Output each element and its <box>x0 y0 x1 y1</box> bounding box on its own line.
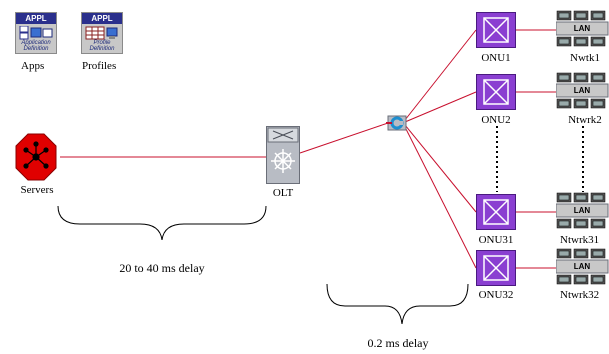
lan1-box-text: LAN <box>573 24 591 33</box>
onu-switch-icon <box>483 17 509 43</box>
onu1-label: ONU1 <box>481 52 511 64</box>
lan32-label: Ntwrk32 <box>560 289 600 301</box>
lan-computers-icon <box>555 72 609 109</box>
lan32-node[interactable]: LAN <box>555 248 609 285</box>
lan2-node[interactable]: LAN <box>555 72 609 109</box>
link-splitter-onu2 <box>404 91 477 123</box>
servers-label: Servers <box>20 184 54 196</box>
lan32-box-text: LAN <box>573 262 591 271</box>
olt-label: OLT <box>272 187 294 199</box>
onu1-node[interactable] <box>476 12 516 48</box>
lan1-label: Nwtk1 <box>570 52 600 64</box>
apps-header: APPL <box>16 13 56 24</box>
onu31-label: ONU31 <box>478 234 514 246</box>
apps-label: Apps <box>21 60 45 72</box>
olt-node[interactable] <box>266 126 300 184</box>
link-olt-splitter <box>299 122 389 154</box>
link-splitter-onu31 <box>404 124 477 213</box>
brace-short <box>326 283 469 325</box>
onu-switch-icon <box>483 199 509 225</box>
olt-switch-icon <box>267 127 299 173</box>
application-definition-icon <box>19 26 53 40</box>
onu32-label: ONU32 <box>478 289 514 301</box>
onu2-label: ONU2 <box>481 114 511 126</box>
delay-short-annotation: 0.2 ms delay <box>367 336 429 350</box>
lan31-box-text: LAN <box>573 206 591 215</box>
lan2-label: Ntwrk2 <box>568 114 602 126</box>
onu-switch-icon <box>483 255 509 281</box>
apps-subtitle: Application Definition <box>21 40 51 52</box>
apps-palette-icon[interactable]: APPL Application Definition <box>15 12 57 54</box>
onu-switch-icon <box>483 79 509 105</box>
lan-computers-icon <box>555 192 609 229</box>
onu2-node[interactable] <box>476 74 516 110</box>
lan2-box-text: LAN <box>573 86 591 95</box>
lan31-node[interactable]: LAN <box>555 192 609 229</box>
network-hub-icon <box>23 141 49 169</box>
brace-long <box>57 205 267 241</box>
profiles-subtitle: Profile Definition <box>89 40 115 52</box>
link-splitter-onu1 <box>404 29 477 121</box>
delay-long-annotation: 20 to 40 ms delay <box>119 261 205 275</box>
servers-node[interactable] <box>15 133 57 181</box>
splitter-icon[interactable] <box>386 115 407 131</box>
onu32-node[interactable] <box>476 250 516 286</box>
lan-computers-icon <box>555 248 609 285</box>
lan-computers-icon <box>555 10 609 47</box>
profiles-header: APPL <box>82 13 122 24</box>
profiles-palette-icon[interactable]: APPL Profile Definition <box>81 12 123 54</box>
profile-definition-icon <box>85 26 118 40</box>
onu31-node[interactable] <box>476 194 516 230</box>
profiles-label: Profiles <box>82 60 117 72</box>
lan1-node[interactable]: LAN <box>555 10 609 47</box>
lan31-label: Ntwrk31 <box>560 234 600 246</box>
link-splitter-onu32 <box>404 126 477 269</box>
